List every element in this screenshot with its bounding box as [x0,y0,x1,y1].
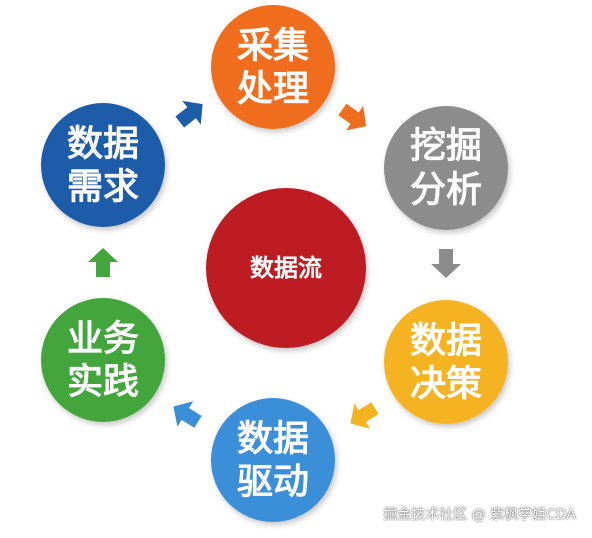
node-label-decision-1: 数据 [410,321,482,362]
arrow-mining-to-decision [431,249,461,278]
node-label-decision-2: 决策 [410,364,482,405]
node-circle-demand [41,103,165,227]
node-circle-mining [384,106,508,230]
node-circle-collect [211,5,335,129]
node-mining: 挖掘 分析 [384,106,508,230]
node-demand: 数据 需求 [41,103,165,227]
node-label-collect-2: 处理 [237,69,309,110]
node-label-practice-1: 业务 [67,319,139,360]
center-circle [206,188,366,348]
node-decision: 数据 决策 [384,300,508,424]
node-label-demand-2: 需求 [67,167,139,208]
center-node: 数据流 [206,188,366,348]
node-label-demand-1: 数据 [67,124,139,165]
node-circle-practice [41,298,165,422]
node-label-mining-2: 分析 [410,170,482,211]
center-label: 数据流 [250,254,322,282]
arrows-layer [88,100,461,429]
node-label-drive-2: 驱动 [237,462,309,503]
watermark-text: 掘金技术社区 @ 紫枫学姐CDA [383,507,576,523]
node-circle-decision [384,300,508,424]
node-label-drive-1: 数据 [237,419,309,460]
arrow-decision-to-drive [350,402,379,429]
node-label-collect-1: 采集 [237,26,309,67]
node-drive: 数据 驱动 [211,398,335,522]
arrow-practice-to-demand [88,248,118,277]
arrow-collect-to-mining [338,103,367,131]
node-label-practice-2: 实践 [67,362,139,403]
node-circle-drive [211,398,335,522]
node-practice: 业务 实践 [41,298,165,422]
arrow-demand-to-collect [175,100,203,128]
node-collect: 采集 处理 [211,5,335,129]
node-label-mining-1: 挖掘 [410,126,482,167]
arrow-drive-to-practice [173,401,202,428]
